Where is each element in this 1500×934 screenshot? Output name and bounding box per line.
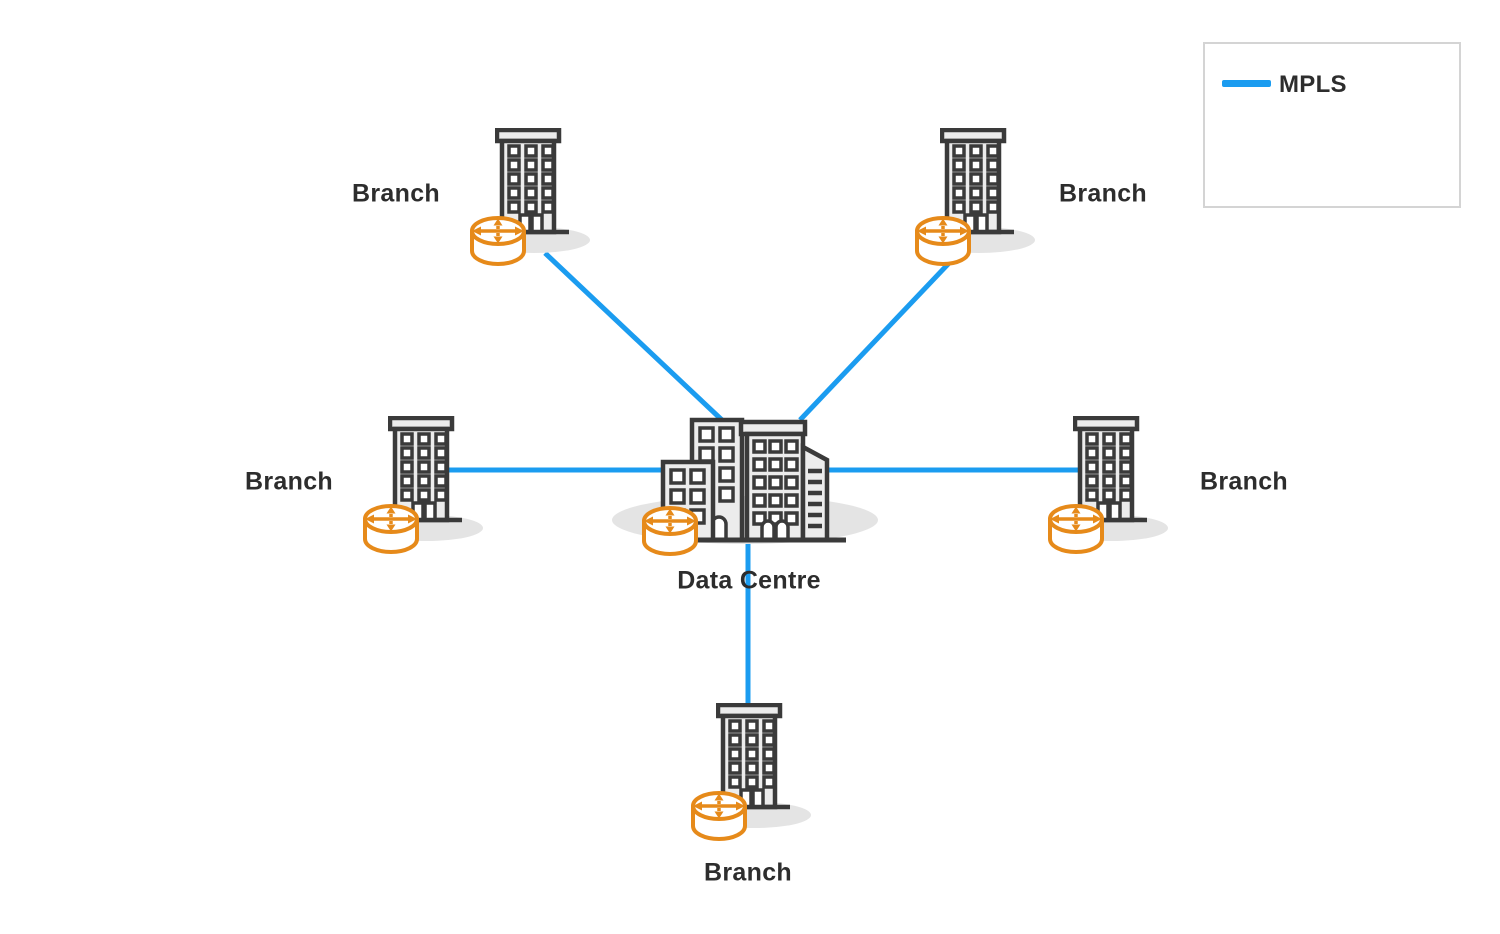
data-centre-label: Data Centre (677, 566, 821, 595)
router-icon (1048, 504, 1104, 554)
branch-node-top-left (468, 128, 618, 268)
legend: MPLS (1203, 42, 1461, 208)
branch-label: Branch (704, 858, 792, 887)
branch-label: Branch (245, 467, 333, 496)
mpls-line-swatch (1222, 80, 1271, 87)
branch-node-top-right (913, 128, 1063, 268)
data-centre-node (610, 412, 890, 560)
branch-node-middle-right (1046, 416, 1196, 556)
branch-label: Branch (352, 179, 440, 208)
branch-node-bottom (689, 703, 839, 843)
branch-label: Branch (1059, 179, 1147, 208)
legend-mpls-label: MPLS (1279, 71, 1347, 98)
router-icon (470, 216, 526, 266)
branch-label: Branch (1200, 467, 1288, 496)
router-icon (691, 791, 747, 841)
branch-node-middle-left (361, 416, 511, 556)
mpls-link-top-left (543, 251, 725, 423)
mpls-link-top-right (798, 259, 953, 422)
router-icon (363, 504, 419, 554)
router-icon (915, 216, 971, 266)
router-icon (642, 506, 698, 556)
